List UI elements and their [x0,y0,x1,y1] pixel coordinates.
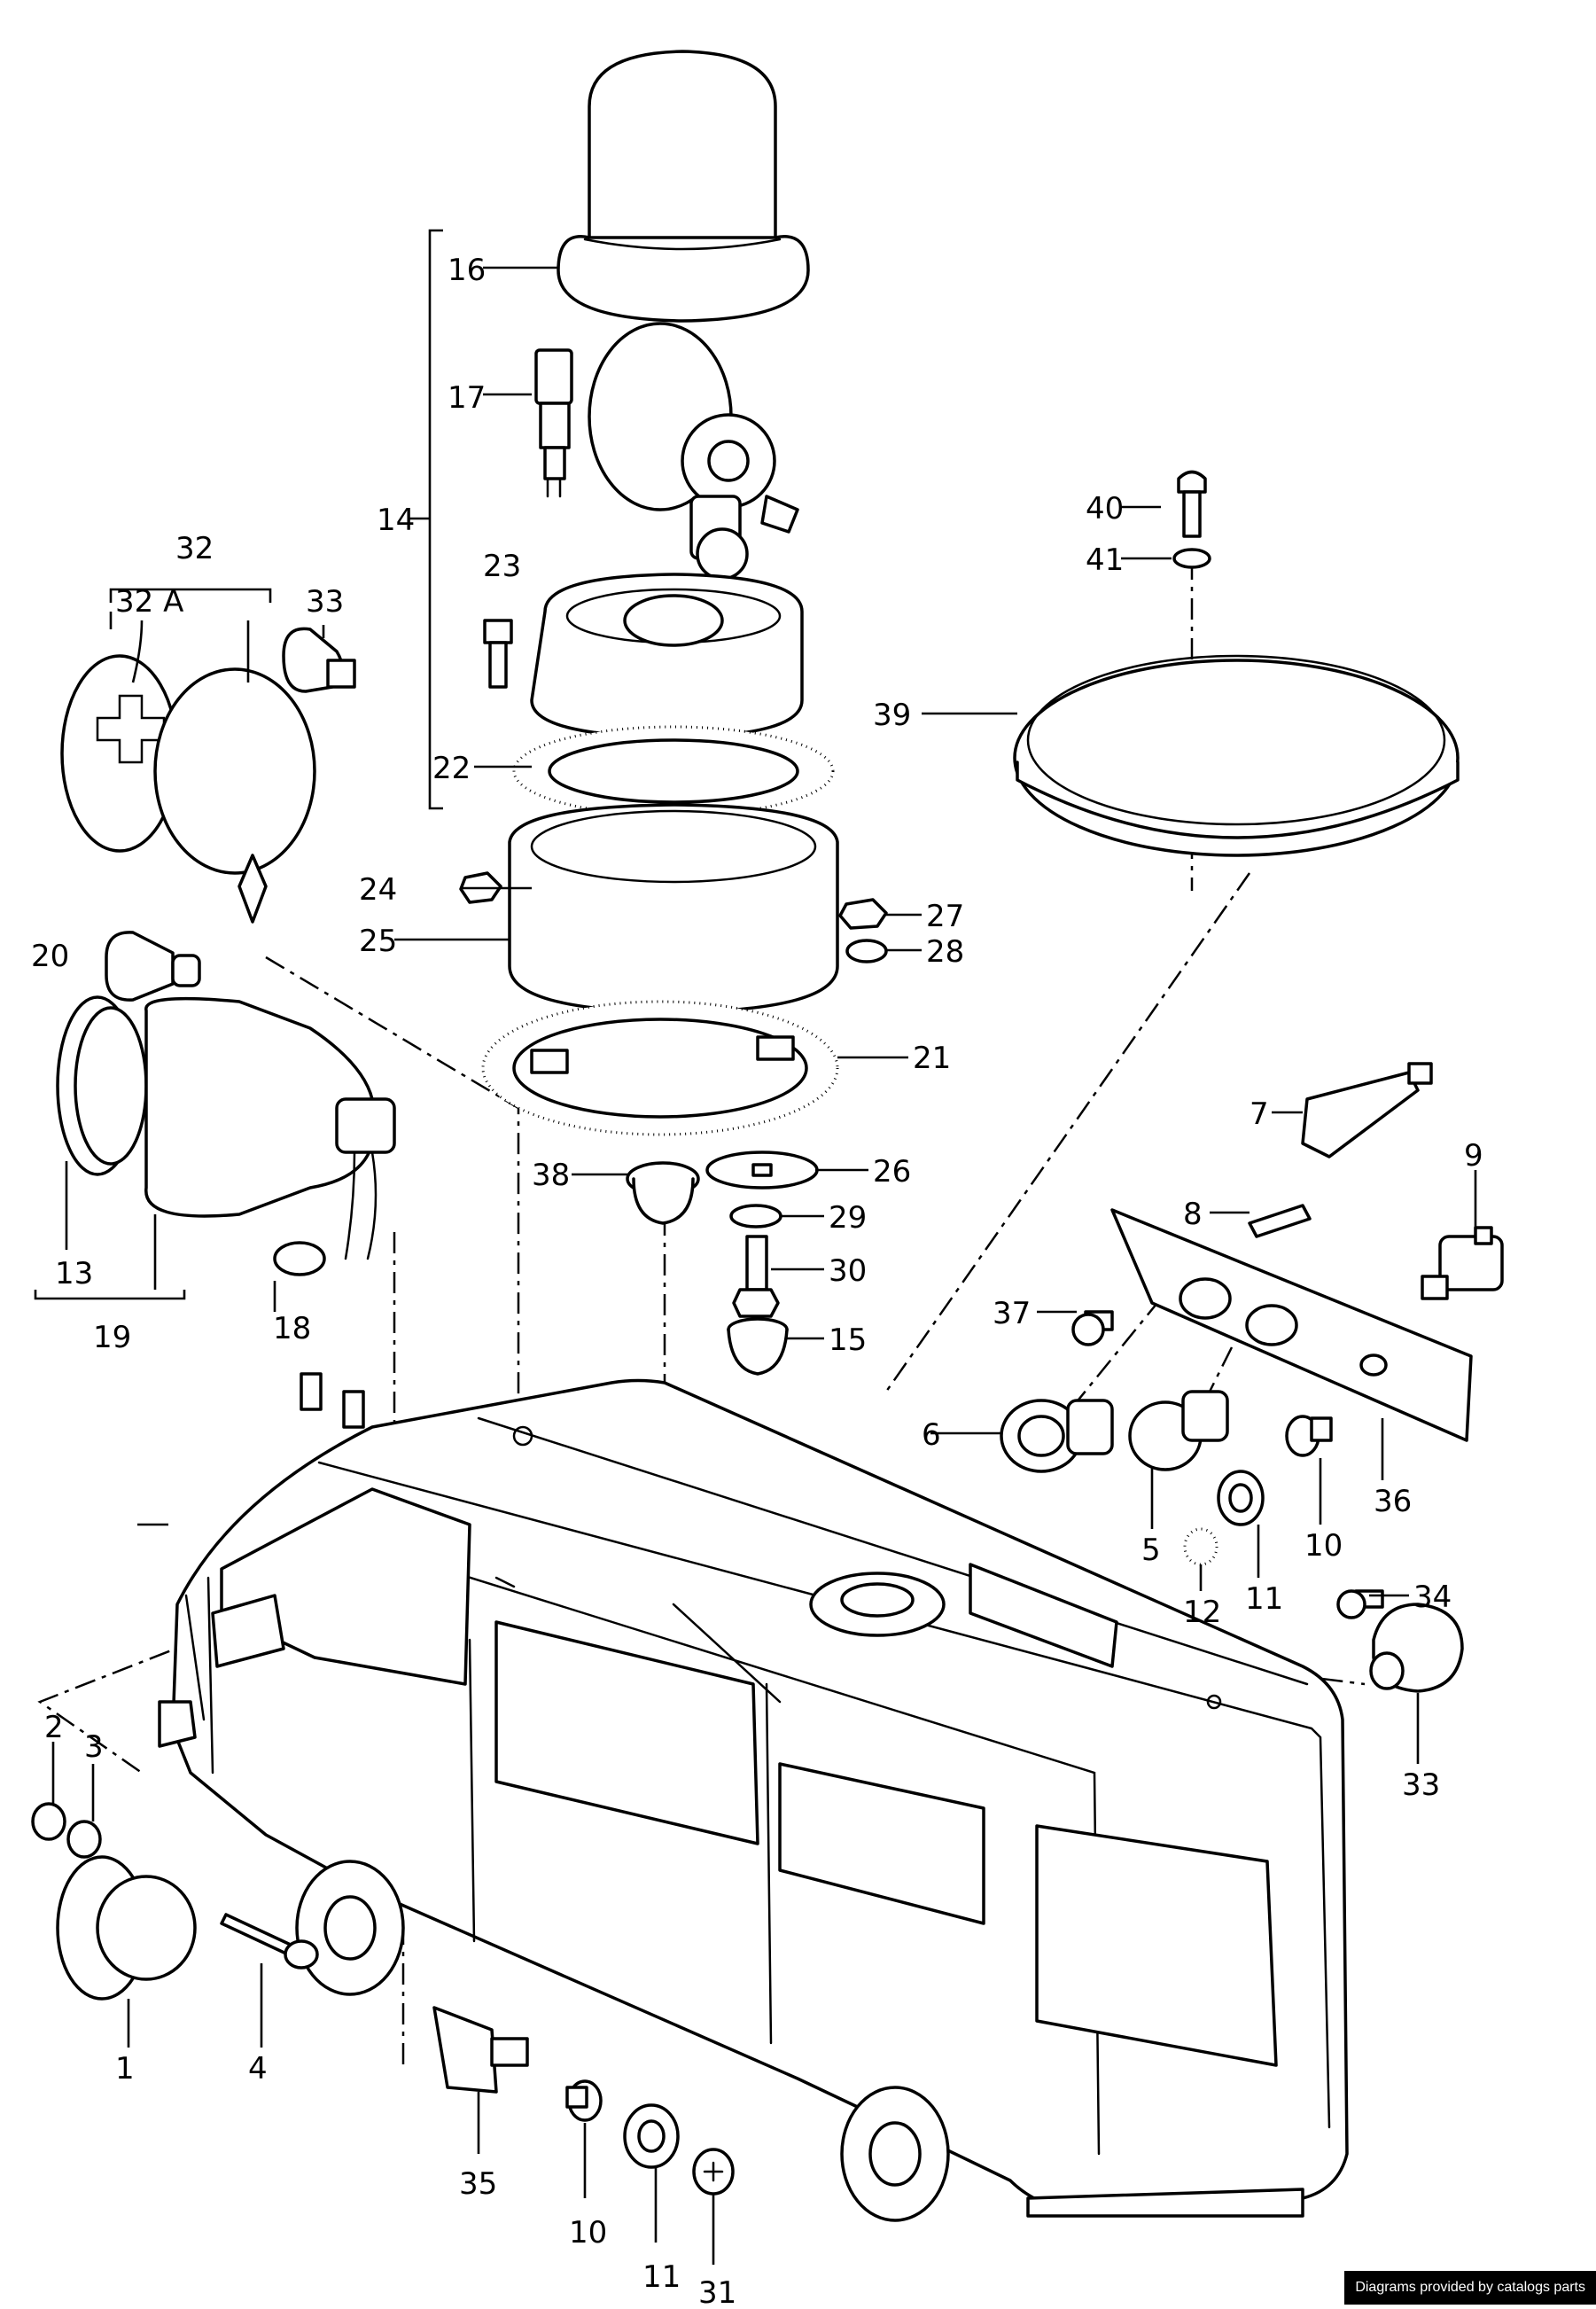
callout-32: 32 [175,531,214,566]
callout-29: 29 [829,1200,867,1236]
switch-6 [1000,1399,1114,1473]
callout-42: 41 [1086,542,1124,578]
switch-36 [432,2006,529,2094]
callout-31: 31 [698,2275,736,2305]
nut-27 [838,898,888,930]
roof-gasket-21 [481,1000,839,1136]
callout-28: 28 [926,934,964,970]
screw-4 [220,1913,319,1970]
callout-15: 15 [829,1322,867,1358]
callout-39: 38 [532,1158,570,1193]
callout-2: 2 [44,1710,64,1745]
callout-30: 30 [829,1253,867,1289]
knob-11-lower [623,2103,680,2169]
bracket-19 [34,1290,186,1300]
lamp-1 [56,1855,197,2001]
switch-plate-37 [1110,1208,1473,1442]
relay-7 [1301,1062,1433,1158]
callout-14: 14 [377,503,415,538]
cap-12 [1183,1527,1218,1566]
lamp-rim-13 [56,995,148,1176]
bracket-14 [428,229,443,810]
callout-9: 9 [1464,1138,1483,1174]
switch-9 [1421,1226,1504,1300]
callout-22: 22 [432,751,471,786]
callout-18: 18 [273,1311,311,1346]
credit-badge: Diagrams provided by catalogs parts [1344,2271,1596,2305]
callout-38: 37 [993,1296,1031,1331]
mounting-base-25 [508,803,839,1014]
callout-33-label: 33 [306,584,344,620]
washer-28 [845,939,888,963]
callout-34: 33 [1402,1767,1440,1803]
callout-13: 13 [55,1256,93,1291]
cap-nut-15 [727,1317,789,1376]
washer-42 [1172,548,1211,569]
plug-10-lower [565,2079,603,2122]
bracket-32 [109,588,272,603]
callout-11-upper: 11 [1245,1581,1283,1617]
callout-1: 1 [115,2051,135,2087]
callout-26: 26 [873,1154,911,1190]
bulb-33 [282,627,356,693]
callout-25: 25 [359,924,397,959]
callout-19: 19 [93,1320,131,1355]
lamp-housing-32 [153,667,316,924]
callout-37: 36 [1374,1484,1412,1519]
gasket-22 [512,725,835,817]
washer-26 [705,1151,819,1190]
callout-20: 20 [31,939,69,974]
cap-31 [692,2148,735,2196]
screw-41 [1177,470,1207,538]
beacon-reflector-and-motor [588,322,799,581]
callout-40: 39 [873,698,911,733]
callout-23: 23 [483,549,521,584]
bulb-20 [105,931,201,1002]
screw-23 [483,619,513,689]
spacer-2 [31,1802,66,1841]
callout-labels: 16 17 14 23 22 24 25 27 28 21 38 26 29 3… [31,253,1483,2309]
callout-35: 34 [1413,1580,1452,1615]
callout-21: 21 [913,1041,951,1076]
knob-11-upper [1217,1470,1265,1526]
grommet-18 [273,1241,326,1276]
callout-5: 5 [1141,1533,1161,1568]
bulb-holder-17 [534,348,573,498]
leader-lines [51,266,1477,2265]
callout-12: 12 [1183,1595,1221,1630]
screw-38 [1071,1310,1114,1346]
switch-5 [1128,1390,1229,1471]
callout-24: 24 [359,872,397,908]
callout-6: 6 [922,1417,941,1453]
callout-11-lower: 11 [642,2259,681,2295]
callout-36: 35 [459,2166,497,2202]
callout-41: 40 [1086,491,1124,527]
pin-8 [1248,1204,1312,1238]
callout-27: 27 [926,899,964,934]
callout-32a: 32 A [115,584,183,620]
connectors [300,1372,365,1429]
marker-lamp-34 [1369,1603,1464,1693]
washer-29 [729,1204,782,1229]
callout-10-lower: 10 [569,2215,607,2250]
callout-16: 16 [448,253,486,288]
callout-17: 17 [448,380,486,416]
callout-8: 8 [1183,1197,1203,1232]
callout-10-upper: 10 [1304,1528,1343,1564]
plug-10-upper [1285,1415,1333,1457]
washer-3 [66,1820,102,1859]
beacon-base-housing [530,573,804,739]
callout-3: 3 [84,1729,104,1765]
beacon-dome-16 [557,50,810,323]
van-body [158,1378,1349,2222]
callout-7: 7 [1250,1096,1269,1132]
callout-4: 4 [248,2051,268,2087]
bolt-30 [732,1235,780,1318]
lamp-body-19 [144,996,396,1260]
roof-cover-40 [1013,654,1460,857]
grommet-39 [626,1161,700,1225]
